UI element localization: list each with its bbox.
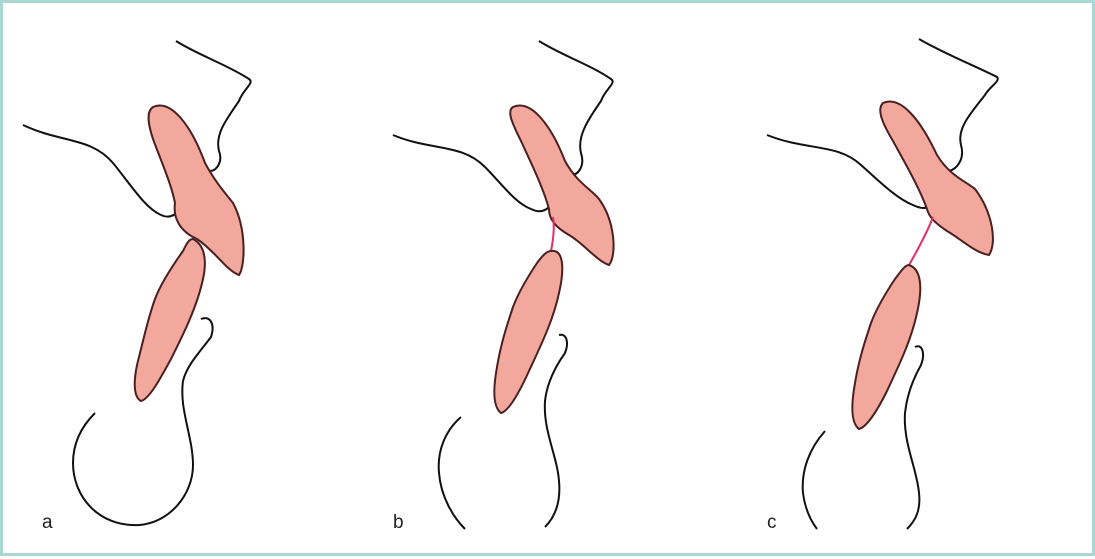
panel-c-connector [909,217,933,265]
panel-label-a: a [42,513,53,532]
panel-a-lower-lip [135,239,205,401]
panel-label-c: c [767,513,777,532]
panel-label-b: b [393,513,404,532]
panel-b-chin-contour [545,335,567,527]
panel-b-upper-lip [510,106,613,265]
panel-a [23,41,251,525]
panel-c [767,39,998,529]
panel-c-chin-contour [905,346,923,529]
lip-diagram [3,3,1095,559]
panel-b-lower-lip [494,251,562,413]
panel-b-jaw-contour [439,417,465,529]
panel-b [393,41,614,529]
panel-c-lower-lip [852,265,920,429]
panel-c-jaw-contour [803,431,825,529]
panel-c-upper-lip [880,102,993,255]
